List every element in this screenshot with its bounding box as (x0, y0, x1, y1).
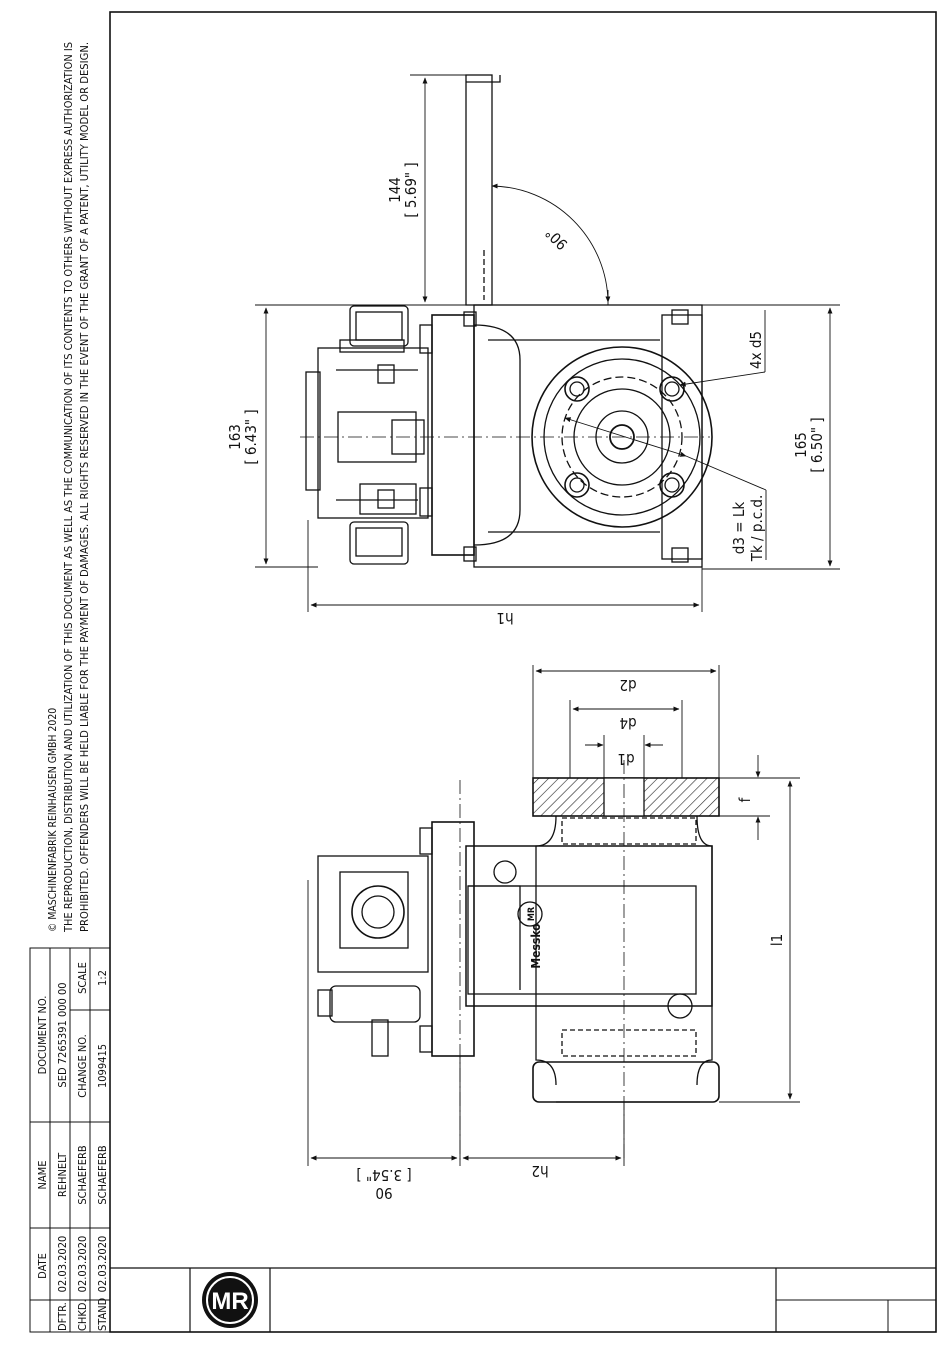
side-view (317, 760, 720, 1160)
pipe-flange (531, 346, 713, 528)
side-view-dimension-text: d2 d4 d1 f l1 90 [ 3.54" ] h2 Messko MR (356, 676, 786, 1202)
drawing-frame (109, 11, 937, 1333)
top-view-dimensions (255, 74, 840, 612)
mr-logo-text: MR (211, 1288, 248, 1315)
side-view-dimensions (307, 665, 800, 1166)
flange-plate (431, 314, 475, 556)
title-block-text: DATE NAME DOCUMENT NO. DFTR. 02.03.2020 … (36, 962, 109, 1331)
relay-cover (467, 885, 697, 995)
scale-value: 1:2 (96, 970, 109, 986)
dim-90-in: [ 3.54" ] (356, 1166, 411, 1184)
change-no: 1099415 (96, 1044, 109, 1088)
label-h2: h2 (531, 1162, 548, 1180)
badge-mr: MR (527, 906, 537, 921)
label-tk: Tk / p.c.d. (748, 495, 766, 563)
col-name: NAME (36, 1161, 49, 1190)
label-d1: d1 (617, 750, 634, 768)
change-no-label: CHANGE NO. (76, 1034, 89, 1097)
label-h1: h1 (496, 609, 513, 627)
top-view (300, 74, 713, 568)
bolt-hole (659, 376, 685, 402)
date-stand: 02.03.2020 (96, 1236, 109, 1293)
dim-163-in: [ 6.43" ] (242, 409, 260, 464)
role-chkd: CHKD. (76, 1299, 89, 1331)
name-stand: SCHAEFERB (96, 1145, 109, 1204)
copyright-line-2: THE REPRODUCTION, DISTRIBUTION AND UTILI… (63, 42, 75, 933)
terminal-box (317, 347, 429, 519)
name-chkd: SCHAEFERB (76, 1145, 89, 1204)
dim-165: 165 (792, 432, 810, 458)
relay-housing (465, 845, 713, 1007)
copyright-line-3: PROHIBITED. OFFENDERS WILL BE HELD LIABL… (79, 42, 91, 932)
dim-144: 144 (386, 177, 404, 203)
dim-90: 90 (375, 1184, 392, 1202)
lever-arm (465, 74, 493, 306)
dim-165-in: [ 6.50" ] (808, 417, 826, 472)
bolt-hole (659, 472, 685, 498)
date-chkd: 02.03.2020 (76, 1236, 89, 1293)
name-dftr: REHNELT (56, 1152, 69, 1197)
dim-163: 163 (226, 424, 244, 450)
bolt-hole (564, 472, 590, 498)
label-f: f (736, 796, 754, 802)
label-d3: d3 = Lk (730, 502, 748, 555)
title-block (29, 947, 111, 1333)
date-dftr: 02.03.2020 (56, 1236, 69, 1293)
copyright-notice: © MASCHINENFABRIK REINHAUSEN GMBH 2020 T… (47, 42, 91, 933)
label-l1: l1 (768, 934, 786, 946)
label-d2: d2 (619, 676, 636, 694)
messko-brand: Messko (529, 923, 543, 968)
dim-144-in: [ 5.69" ] (402, 162, 420, 217)
angle-90: 90° (542, 224, 572, 254)
label-4x-d5: 4x d5 (747, 331, 765, 369)
scale-label: SCALE (76, 962, 89, 994)
copyright-line-1: © MASCHINENFABRIK REINHAUSEN GMBH 2020 (47, 708, 59, 932)
housing (473, 304, 703, 568)
mr-logo: MR (202, 1272, 258, 1328)
bolt-hole (564, 376, 590, 402)
col-document: DOCUMENT NO. (36, 996, 49, 1075)
role-dftr: DFTR. (56, 1302, 69, 1331)
label-d4: d4 (619, 714, 636, 732)
role-stand: STAND (96, 1297, 109, 1331)
col-date: DATE (36, 1253, 49, 1279)
top-view-dimension-text: 144 [ 5.69" ] 90° 163 [ 6.43" ] 165 [ 6.… (226, 162, 826, 627)
document-no: SED 7265391 000 00 (56, 982, 69, 1087)
